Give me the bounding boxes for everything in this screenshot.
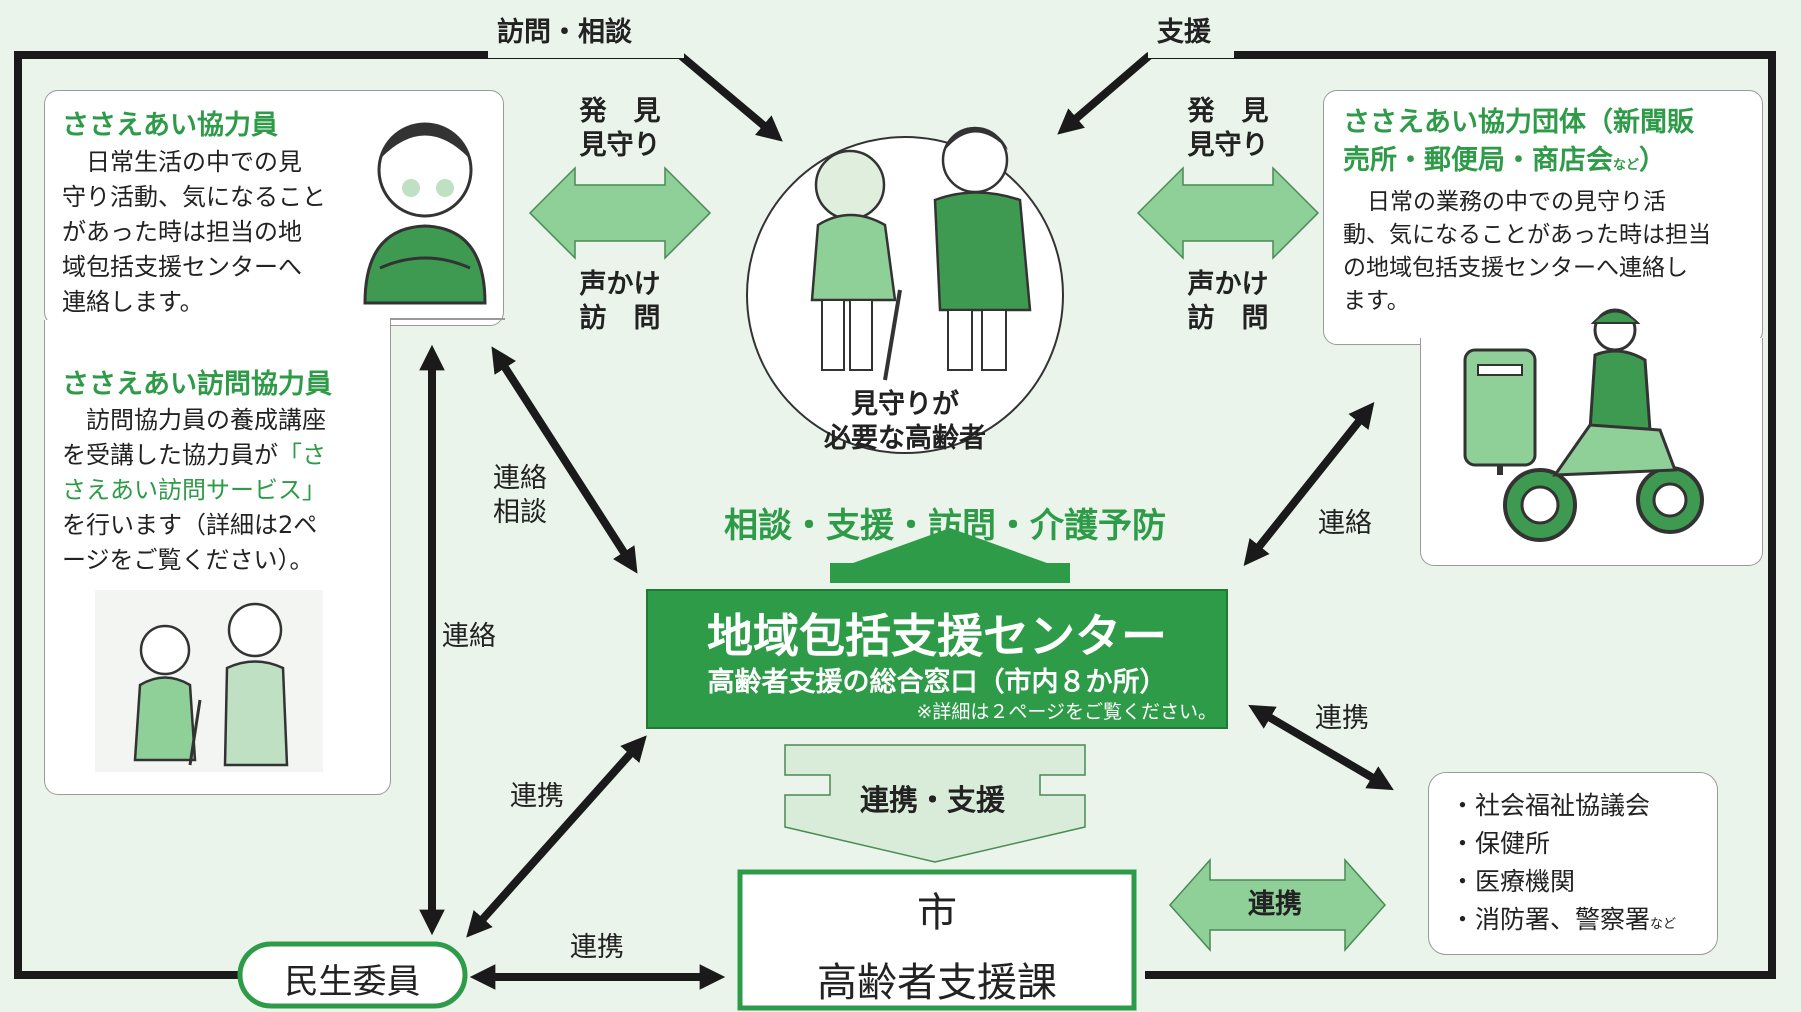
city-line-2: 高齢者支援課: [817, 960, 1057, 1006]
minsei-pill: [237, 941, 468, 1009]
arrow-text: 訪 問: [1187, 303, 1269, 334]
org-small: など: [1650, 917, 1677, 932]
right-arrow-top-label: 発 見 見守り: [1168, 95, 1288, 163]
arrow-renraku-right: [1243, 401, 1375, 567]
double-arrow-left-watch: [528, 166, 712, 260]
arrow-text: 声かけ: [579, 269, 661, 300]
text-line: 動、気になることがあった時は担当: [1343, 222, 1711, 248]
label-backdrop: [488, 12, 684, 58]
right-panel: [1323, 90, 1763, 345]
label-line: 連絡: [493, 463, 547, 494]
arrow-support: [1057, 51, 1153, 135]
text-part: 「さ: [278, 441, 326, 469]
left-panel-top-corner: [390, 318, 505, 320]
orgs-list: ・社会福祉協議会 ・保健所 ・医療機関 ・消防署、警察署など: [1450, 787, 1676, 944]
caption-line: 見守りが: [851, 389, 959, 420]
text-part: を受講した協力員が: [62, 441, 278, 469]
text-line: 連絡します。: [62, 288, 204, 316]
text-line: 日常の業務の中での見守り活: [1367, 189, 1666, 215]
city-box: [737, 869, 1137, 1011]
left-panel-title-2: ささえあい訪問協力員: [62, 369, 332, 400]
left-arrow-bottom-label: 声かけ 訪 問: [560, 268, 680, 336]
center-note: ※詳細は２ページをご覧ください。: [916, 701, 1217, 723]
elderly-caption: 見守りが 必要な高齢者: [805, 388, 1005, 456]
text-line: 日常生活の中での見: [86, 148, 302, 176]
text-line: 訪問協力員の養成講座: [86, 406, 326, 434]
arrow-text: 発 見: [579, 96, 661, 127]
text-line: を行います（詳細は2ペ: [62, 511, 318, 539]
label-backdrop: [1148, 12, 1234, 58]
visit-illustration: [95, 590, 323, 772]
renkei-arrow-label: 連携: [1248, 889, 1302, 920]
arrow-visit-consult: [677, 51, 783, 142]
text-line: 守り活動、気になること: [62, 183, 326, 211]
org-text: ・消防署、警察署: [1450, 905, 1651, 934]
title-small: など: [1613, 158, 1640, 173]
outer-frame-line: [14, 51, 1776, 979]
right-panel-text: 日常の業務の中での見守り活 動、気になることがあった時は担当 の地域包括支援セン…: [1343, 186, 1753, 318]
renraku-right-label: 連絡: [1318, 508, 1372, 539]
renkei-bottom-label: 連携: [570, 932, 624, 963]
title-part: 売所・郵便局・商店会: [1343, 145, 1613, 176]
left-arrow-top-label: 発 見 見守り: [560, 95, 680, 163]
elderly-caregiver-illustration: [810, 126, 1032, 381]
caption-line: 必要な高齢者: [824, 423, 986, 454]
text-line: さえあい訪問サービス」: [62, 476, 326, 504]
left-panel-text-1: 日常生活の中での見 守り活動、気になること があった時は担当の地 域包括支援セン…: [62, 145, 362, 320]
renraku-left-label: 連絡: [442, 621, 496, 652]
renkei-left-label: 連携: [510, 781, 564, 812]
title-line: ささえあい協力団体（新聞販: [1343, 107, 1694, 138]
title-line: 売所・郵便局・商店会など）: [1343, 142, 1694, 185]
services-line: 相談・支援・訪問・介護予防: [724, 506, 1166, 546]
title-part: ）: [1639, 145, 1667, 176]
double-arrow-right-watch: [1136, 166, 1320, 260]
label-visit-consult: 訪問・相談: [497, 17, 632, 48]
double-arrow-renkei: [1168, 858, 1387, 952]
text-line: ージをご覧ください）。: [62, 546, 314, 574]
label-support: 支援: [1157, 17, 1211, 48]
city-line-1: 市: [917, 890, 957, 936]
arrow-renkei-left: [466, 735, 647, 938]
left-panel-title-1: ささえあい協力員: [62, 110, 278, 141]
right-arrow-bottom-label: 声かけ 訪 問: [1168, 268, 1288, 336]
arrow-text: 見守り: [579, 130, 661, 161]
org-item: ・保健所: [1450, 829, 1551, 858]
text-line: を受講した協力員が「さ: [62, 438, 382, 473]
left-panel-text-2: 訪問協力員の養成講座 を受講した協力員が「さ さえあい訪問サービス」 を行います…: [62, 403, 382, 578]
text-line: ます。: [1343, 288, 1410, 314]
center-subtitle: 高齢者支援の総合窓口（市内８か所）: [707, 667, 1167, 698]
label-line: 相談: [493, 497, 547, 528]
center-title: 地域包括支援センター: [707, 609, 1167, 663]
org-item: ・医療機関: [1450, 867, 1576, 896]
thinking-man-illustration: [363, 122, 487, 305]
arrow-text: 声かけ: [1187, 269, 1269, 300]
text-line: があった時は担当の地: [62, 218, 302, 246]
orgs-panel: [1428, 772, 1718, 955]
text-line: の地域包括支援センターへ連絡し: [1343, 255, 1688, 281]
text-line: 域包括支援センターへ: [62, 253, 302, 281]
center-box: [646, 589, 1228, 729]
up-arrow-services: [830, 528, 1070, 583]
arrow-renraku-soudan: [491, 346, 638, 574]
minsei-label: 民生委員: [284, 962, 421, 1002]
coop-support-label: 連携・支援: [860, 783, 1006, 817]
right-panel-title: ささえあい協力団体（新聞販 売所・郵便局・商店会など）: [1343, 104, 1694, 185]
double-arrow-coop-support: [784, 744, 1086, 863]
org-item: ・消防署、警察署など: [1450, 901, 1676, 944]
arrow-renkei-right: [1248, 704, 1394, 791]
renkei-right-label: 連携: [1315, 703, 1369, 734]
renraku-soudan-label: 連絡 相談: [480, 462, 560, 530]
org-item: ・社会福祉協議会: [1450, 791, 1651, 820]
arrow-text: 見守り: [1187, 130, 1269, 161]
postman-motorcycle-illustration: [1463, 308, 1704, 542]
arrow-text: 発 見: [1187, 96, 1269, 127]
arrow-text: 訪 問: [579, 303, 661, 334]
